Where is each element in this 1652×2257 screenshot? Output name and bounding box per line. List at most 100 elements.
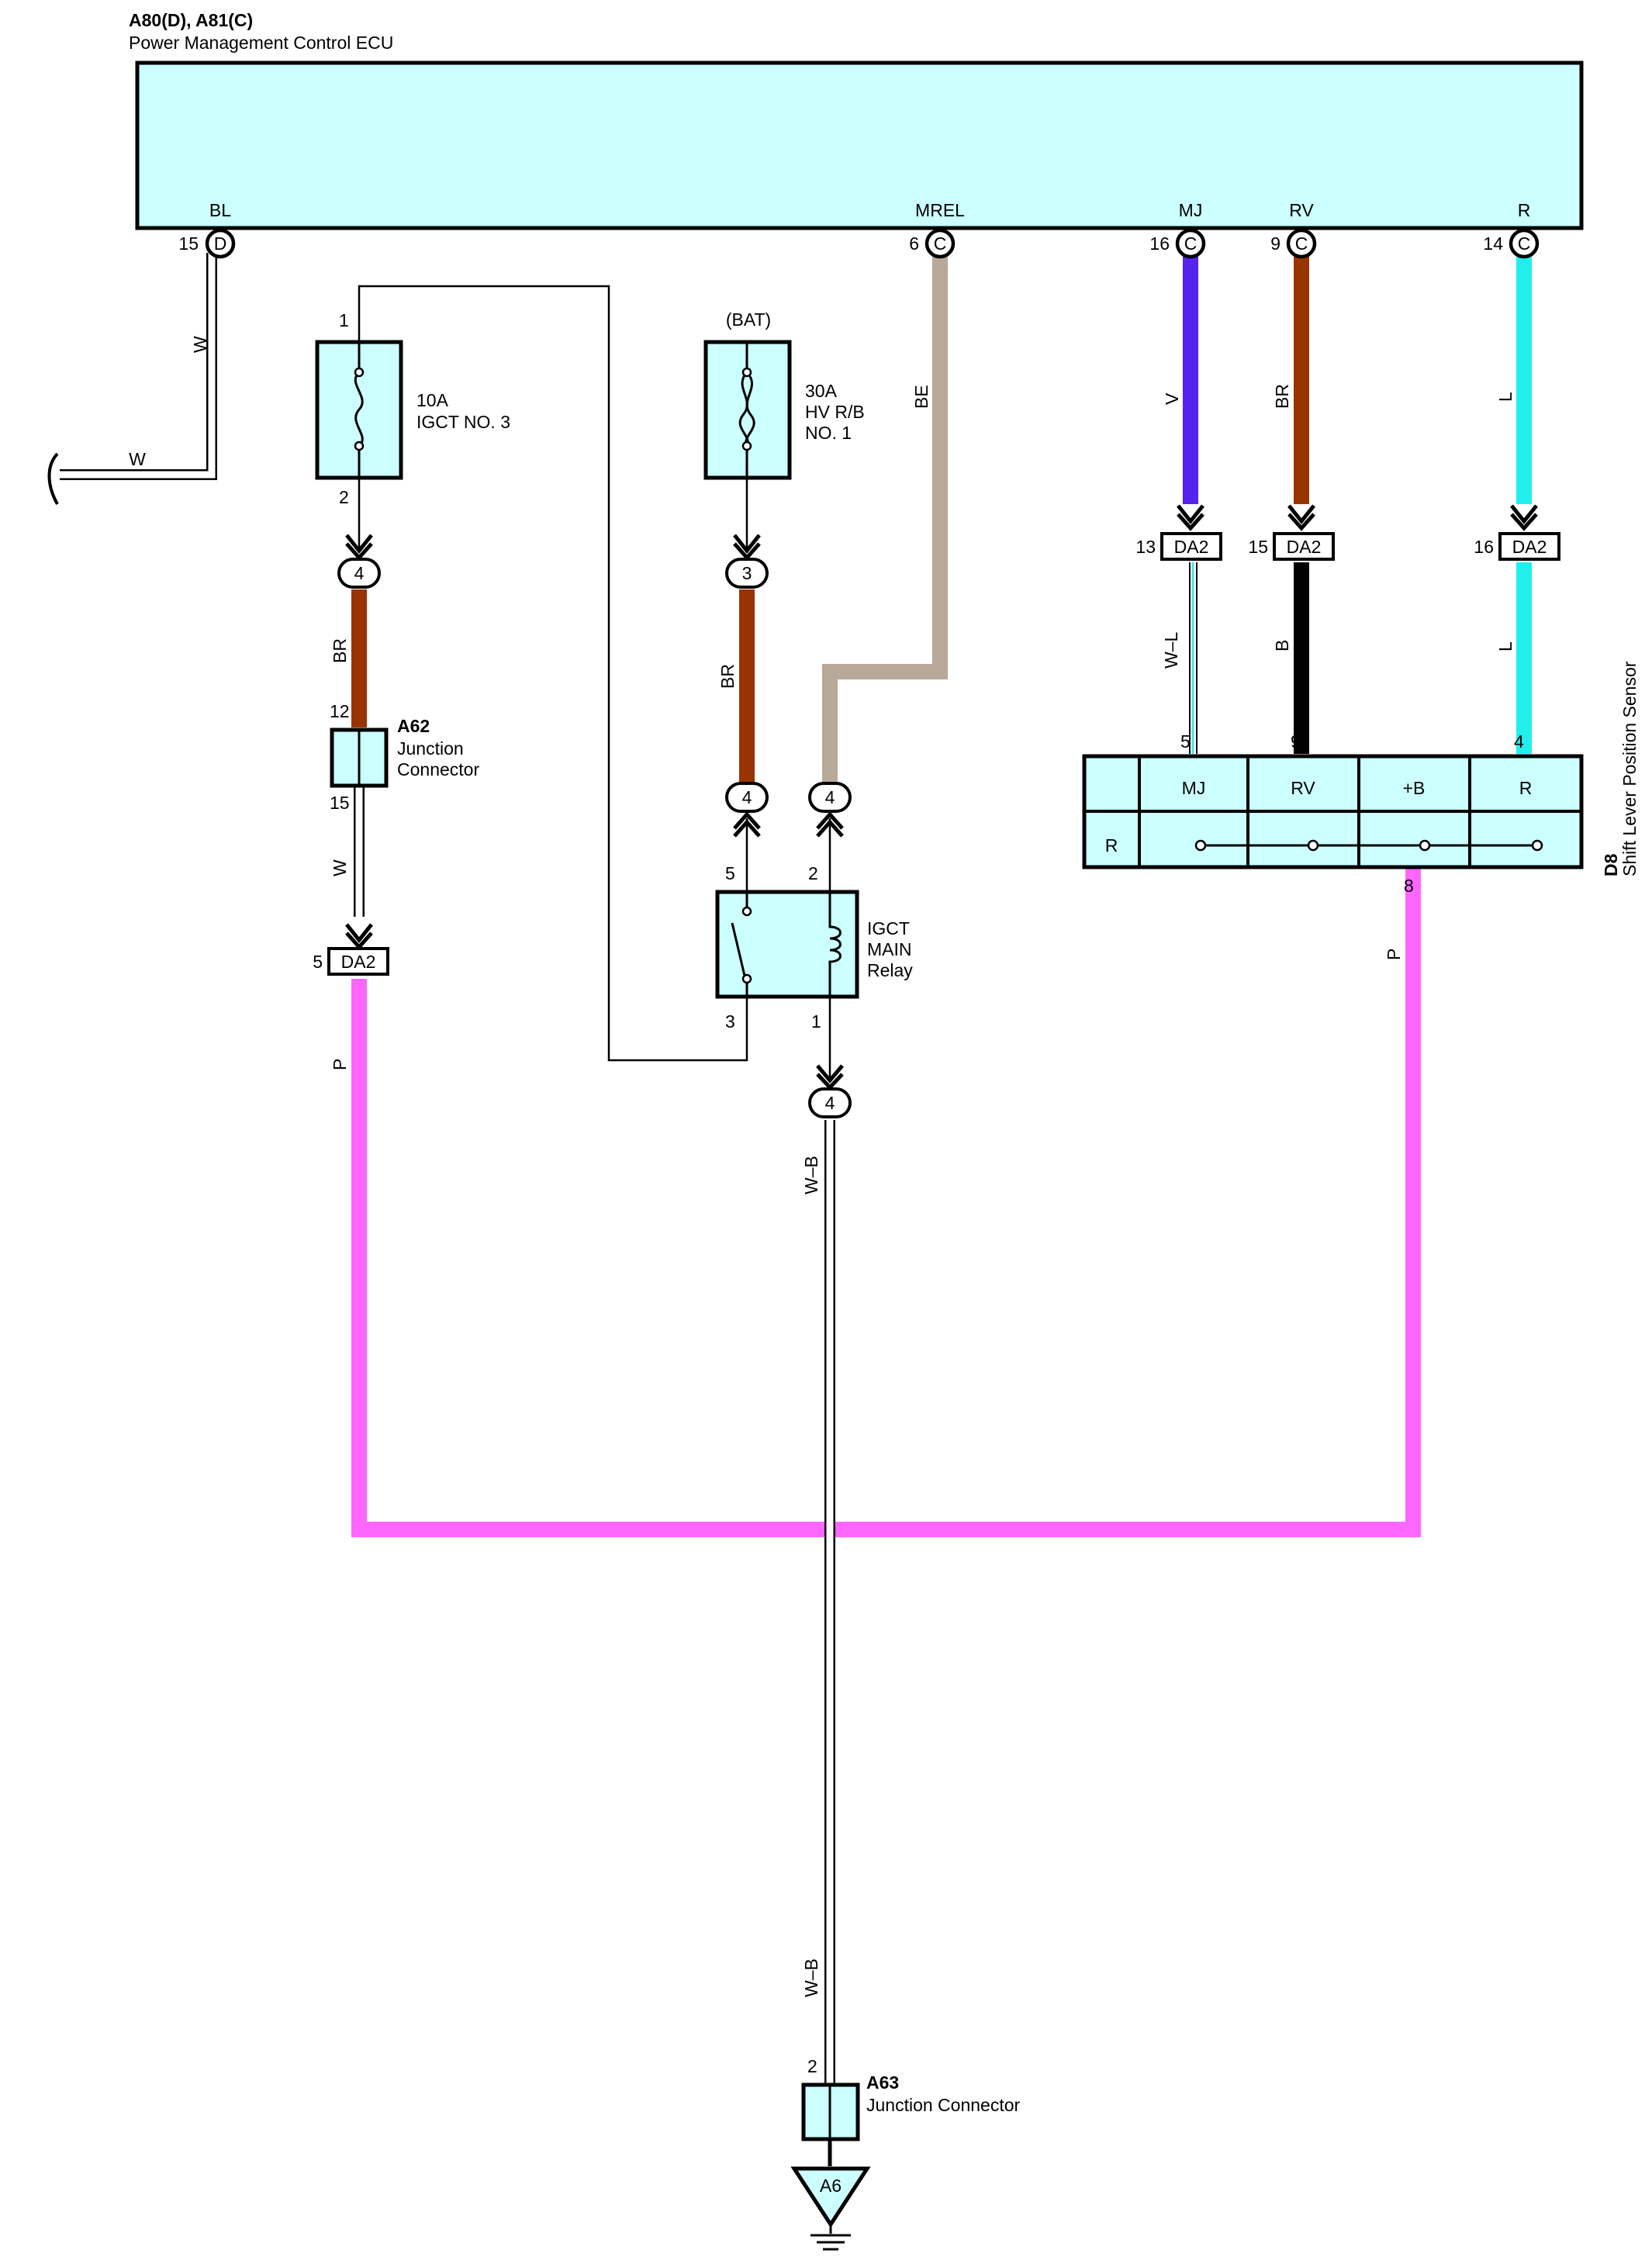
fuse-hv-icon [738, 371, 749, 447]
relay-pin2: 2 [808, 863, 818, 883]
relay-name3: Relay [867, 960, 913, 980]
ecu-terminal-mrel: MREL [915, 200, 965, 220]
sensor-col-rv: RV [1291, 778, 1315, 798]
sensor-pin-rv: 9 [1291, 731, 1301, 752]
da2-connector-mj: DA2 13 [1135, 504, 1222, 561]
junction-a62-name2: Connector [397, 759, 479, 779]
power-management-ecu: A80(D), A81(C) Power Management Control … [129, 10, 1584, 230]
bubble-connector-relay5: 4 [725, 782, 769, 838]
fuse-igct-no3: 1 2 10A IGCT NO. 3 [315, 310, 510, 507]
sensor-col-mj: MJ [1182, 778, 1206, 798]
sensor-pin-bottom: 8 [1404, 876, 1414, 896]
fuse-hv-rb-no1: (BAT) 30A HV R/B NO. 1 [703, 309, 865, 480]
wire-label-w-a62: W [330, 859, 350, 876]
junction-a62-code: A62 [397, 716, 430, 736]
ecu-terminal-bl: BL [209, 200, 231, 220]
junction-a62: 12 15 A62 Junction Connector [330, 701, 479, 813]
wire-label-w-horizontal: W [129, 449, 146, 469]
bubble-connectors: 4 3 4 4 4 [337, 534, 852, 1118]
sensor-col-r: R [1519, 778, 1533, 798]
da2-mj-pin: 13 [1135, 537, 1156, 557]
ecu-pin-bl: D 15 [178, 228, 236, 259]
igct-main-relay: 5 2 3 1 IGCT MAIN Relay [715, 863, 913, 1032]
fuse-igct-rating: 10A [416, 390, 449, 410]
svg-text:DA2: DA2 [1287, 537, 1322, 557]
fuse-hv-rating: 30A [805, 381, 838, 401]
relay-coil-icon [828, 892, 842, 997]
bubble-connector-bat: 3 [725, 534, 769, 589]
fuse-igct-pin-out: 2 [339, 487, 349, 507]
ecu-pin-r-connector: C [1518, 233, 1531, 254]
ecu-box [135, 60, 1584, 230]
sensor-col-b: +B [1403, 778, 1426, 798]
wire-label-wl: W–L [1161, 632, 1181, 669]
svg-text:4: 4 [825, 1093, 835, 1113]
svg-text:4: 4 [354, 563, 365, 583]
svg-text:4: 4 [742, 787, 752, 807]
ecu-terminal-mj: MJ [1179, 200, 1203, 220]
ecu-terminal-rv: RV [1289, 200, 1314, 220]
ecu-pins: D 15 C 6 C 16 C 9 C 14 [178, 228, 1540, 259]
wire-w-bl [47, 253, 217, 505]
bubble-connector-ground: 4 [808, 1064, 852, 1118]
ecu-pin-rv-connector: C [1295, 233, 1308, 254]
svg-text:3: 3 [742, 563, 752, 583]
fuse-icon [354, 342, 364, 478]
junction-a63-code: A63 [866, 2072, 899, 2093]
junction-a62-pin-in: 12 [330, 701, 350, 721]
ecu-pin-r: C 14 [1483, 228, 1540, 259]
fuse-hv-name1: HV R/B [805, 402, 865, 422]
da2-rv-pin: 15 [1248, 537, 1268, 557]
relay-name1: IGCT [867, 918, 910, 938]
ecu-pin-mrel: C 6 [909, 228, 956, 259]
da2-w-pin: 5 [313, 952, 323, 972]
svg-text:4: 4 [825, 787, 835, 807]
wire-label-br-a: BR [330, 638, 350, 663]
wire-labels: W W BR W P BR BE W–B W–B V BR L W–L B L … [129, 336, 1515, 1997]
ecu-pin-bl-connector: D [214, 233, 227, 254]
wire-label-v: V [1162, 392, 1182, 405]
da2-connector-w: DA2 5 [313, 923, 389, 976]
fuse-igct-name: IGCT NO. 3 [416, 412, 510, 432]
shift-lever-position-sensor: MJ RV +B R R 5 9 4 8 D8 Shift Lever Posi… [1082, 661, 1640, 896]
ecu-pin-mj-number: 16 [1149, 233, 1170, 254]
junction-a62-pin-out: 15 [330, 793, 350, 813]
wire-be [822, 253, 948, 785]
wire-label-p-right: P [1384, 949, 1404, 960]
bubble-connector-relay2: 4 [808, 782, 852, 838]
relay-name2: MAIN [867, 939, 912, 959]
ecu-pin-mrel-connector: C [934, 233, 947, 254]
fuse-igct-pin-in: 1 [339, 310, 349, 330]
relay-pin1: 1 [811, 1011, 821, 1032]
fuse-hv-source: (BAT) [726, 309, 771, 330]
da2-connector-r: DA2 16 [1474, 504, 1560, 561]
ground-label: A6 [820, 2176, 842, 2196]
svg-text:DA2: DA2 [1512, 537, 1547, 557]
ground-icon [790, 2166, 871, 2228]
ecu-pin-bl-number: 15 [178, 233, 199, 254]
ecu-pin-rv-number: 9 [1270, 233, 1280, 254]
ecu-pin-mrel-number: 6 [909, 233, 919, 254]
ecu-name: Power Management Control ECU [129, 33, 393, 53]
da2-connector-rv: DA2 15 [1248, 504, 1335, 561]
relay-switch-icon [731, 922, 746, 976]
junction-a63-pin: 2 [807, 2056, 817, 2076]
wire-p-loop [351, 866, 1421, 1537]
wire-igct-to-relay3 [358, 285, 748, 1062]
sensor-name: Shift Lever Position Sensor [1619, 661, 1640, 876]
junction-a63: 2 A63 Junction Connector [801, 2056, 1021, 2141]
wire-label-l-top: L [1495, 392, 1515, 402]
wire-label-br-bat: BR [717, 664, 738, 689]
wire-label-l-bottom: L [1495, 641, 1515, 652]
svg-text:DA2: DA2 [341, 952, 376, 972]
wire-label-p-left: P [330, 1059, 350, 1070]
ecu-pin-mj: C 16 [1149, 228, 1206, 259]
sensor-code: D8 [1601, 853, 1621, 876]
wire-label-wb-bottom: W–B [801, 1958, 821, 1997]
sensor-row-label: R [1105, 835, 1118, 855]
ecu-pin-rv: C 9 [1270, 228, 1317, 259]
da2-r-pin: 16 [1474, 537, 1494, 557]
ecu-pin-mj-connector: C [1184, 233, 1198, 254]
relay-box [715, 890, 859, 999]
